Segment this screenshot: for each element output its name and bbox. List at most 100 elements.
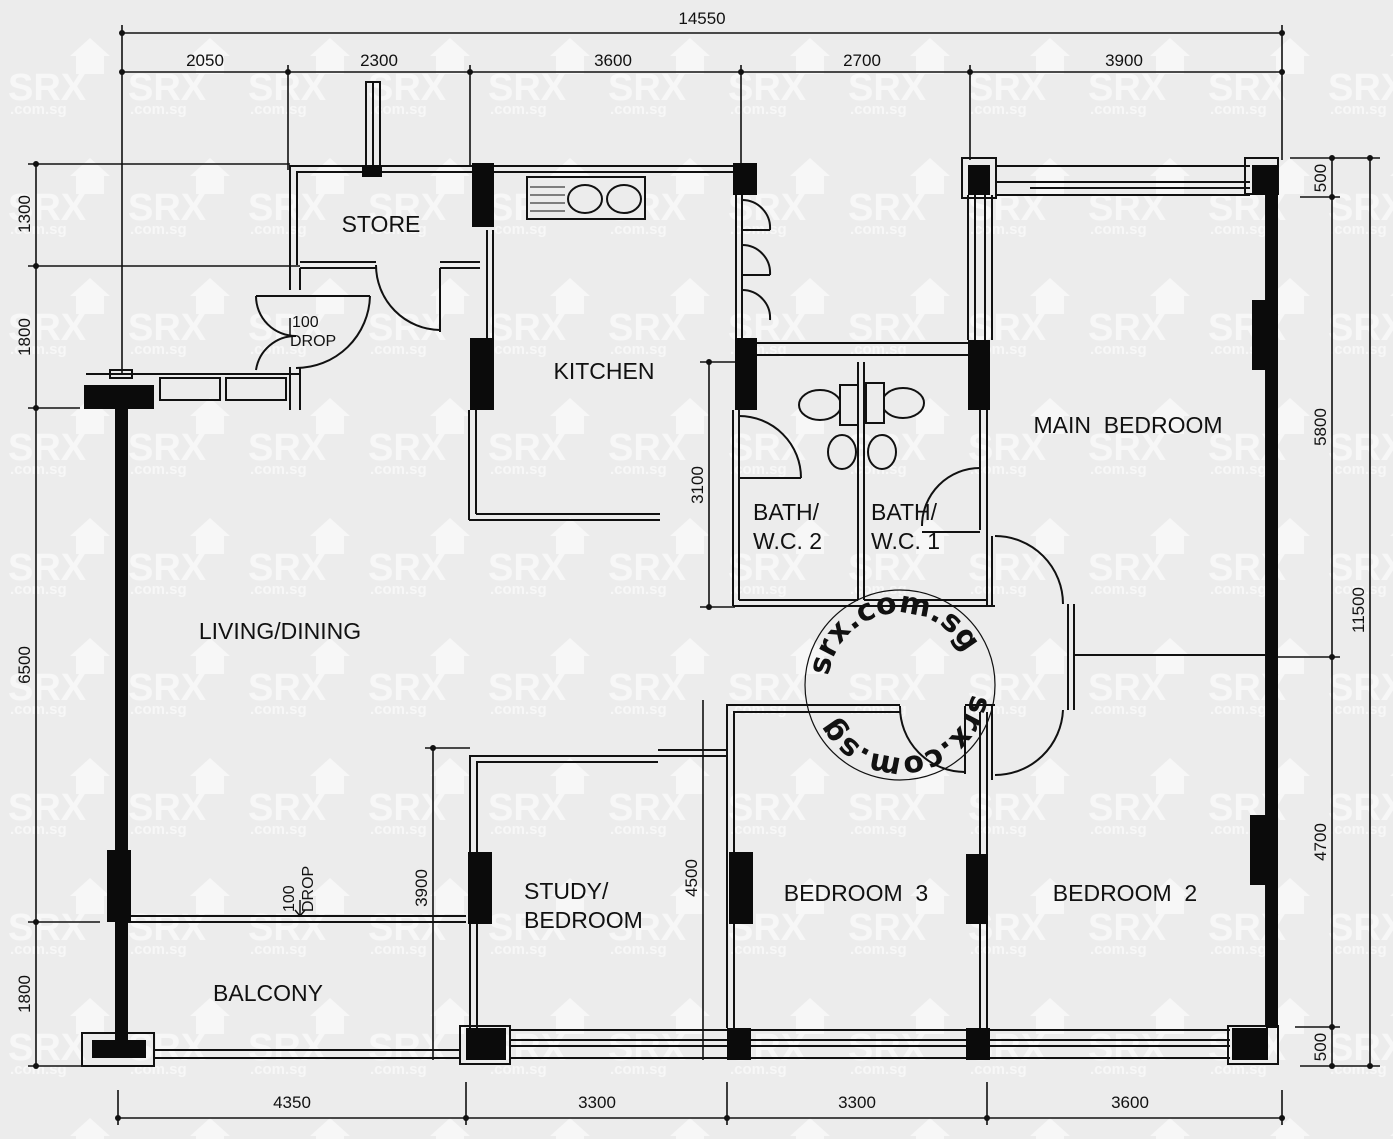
dimension-ticks [33,30,1373,1121]
watermark-house-icon [550,998,590,1034]
watermark-domain: .com.sg [490,1061,547,1078]
watermark-domain: .com.sg [1090,701,1147,718]
room-label-store: STORE [342,211,421,237]
dim-right-2: 5800 [1311,408,1330,446]
watermark-house-icon [550,518,590,554]
watermark-domain: .com.sg [10,1061,67,1078]
watermark-domain: .com.sg [1210,101,1267,118]
watermark-house-icon [430,518,470,554]
watermark-house-icon [1030,638,1070,674]
watermark-brand: SRX [488,67,567,109]
watermark-domain: .com.sg [850,821,907,838]
watermark-domain: .com.sg [970,1061,1027,1078]
watermark-house-icon [790,518,830,554]
watermark-domain: .com.sg [250,341,307,358]
room-label-bath1-line2: W.C. 1 [871,528,940,554]
watermark-brand: SRX [488,547,567,589]
watermark-brand: SRX [1088,787,1167,829]
watermark-house-icon [430,158,470,194]
watermark-domain: .com.sg [10,101,67,118]
watermark-domain: .com.sg [10,821,67,838]
watermark-domain: .com.sg [250,101,307,118]
watermark-domain: .com.sg [610,101,667,118]
watermark-house-icon [910,1118,950,1139]
watermark-domain: .com.sg [130,581,187,598]
watermark-domain: .com.sg [130,221,187,238]
dim-bottom-2: 3300 [578,1093,616,1112]
watermark-house-icon [790,758,830,794]
watermark-house-icon [310,1118,350,1139]
room-label-bedroom3: BEDROOM 3 [784,880,928,906]
watermark-house-icon [1270,38,1310,74]
room-label-bedroom2: BEDROOM 2 [1053,880,1197,906]
watermark-domain: .com.sg [10,221,67,238]
watermark-brand: SRX [1088,547,1167,589]
watermark-domain: .com.sg [370,941,427,958]
watermark-house-icon [910,158,950,194]
balcony-drop-value: 100 [281,885,298,912]
watermark-brand: SRX [968,667,1047,709]
watermark-house-icon [1030,758,1070,794]
watermark-domain: .com.sg [490,461,547,478]
watermark-brand: SRX [1088,427,1167,469]
watermark-brand: SRX [1328,547,1393,589]
room-label-living-dining: LIVING/DINING [199,618,361,644]
dim-bath-height: 3100 [688,466,707,504]
watermark-domain: .com.sg [1330,461,1387,478]
dim-left-4: 1800 [15,975,34,1013]
watermark-house-icon [190,38,230,74]
watermark-brand: SRX [128,547,207,589]
watermark-brand: SRX [128,427,207,469]
watermark-house-icon [790,998,830,1034]
watermark-domain: .com.sg [1210,1061,1267,1078]
dim-study-depth: 3900 [412,869,431,907]
basin-icon [867,434,897,470]
dim-top-1: 2050 [186,51,224,70]
watermark-house-icon [910,998,950,1034]
watermark-house-icon [1270,158,1310,194]
watermark-brand: SRX [248,547,327,589]
watermark-house-icon [1030,1118,1070,1139]
dimension-lines [28,25,1380,1125]
room-label-bath2-line1: BATH/ [753,499,820,525]
watermark-domain: .com.sg [1090,461,1147,478]
watermark-house-icon [670,638,710,674]
watermark-house-icon [70,158,110,194]
watermark-domain: .com.sg [850,941,907,958]
watermark-domain: .com.sg [1210,941,1267,958]
watermark-house-icon [310,878,350,914]
watermark-domain: .com.sg [730,581,787,598]
watermark-brand: SRX [848,67,927,109]
watermark-house-icon [70,38,110,74]
watermark-house-icon [1150,278,1190,314]
watermark-house-icon [430,758,470,794]
watermark-house-icon [1030,38,1070,74]
watermark-house-icon [670,158,710,194]
watermark-house-icon [430,278,470,314]
watermark-house-icon [670,998,710,1034]
watermark-domain: .com.sg [130,341,187,358]
watermark-domain: .com.sg [610,461,667,478]
watermark-house-icon [430,638,470,674]
watermark-domain: .com.sg [490,581,547,598]
watermark-domain: .com.sg [730,101,787,118]
watermark-domain: .com.sg [1090,581,1147,598]
watermark-layer: SRX.com.sgSRX.com.sgSRX.com.sgSRX.com.sg… [8,38,1393,1139]
watermark-domain: .com.sg [1090,821,1147,838]
watermark-house-icon [70,878,110,914]
watermark-domain: .com.sg [490,341,547,358]
watermark-brand: SRX [8,787,87,829]
watermark-brand: SRX [608,547,687,589]
dim-right-3: 4700 [1311,823,1330,861]
watermark-domain: .com.sg [970,941,1027,958]
watermark-brand: SRX [128,667,207,709]
dim-left-3: 6500 [15,646,34,684]
watermark-domain: .com.sg [250,941,307,958]
watermark-brand: SRX [1208,67,1287,109]
dim-top-3: 3600 [594,51,632,70]
watermark-house-icon [1390,53,1393,56]
dim-right-1: 500 [1311,164,1330,192]
watermark-brand: SRX [608,67,687,109]
watermark-brand: SRX [608,667,687,709]
